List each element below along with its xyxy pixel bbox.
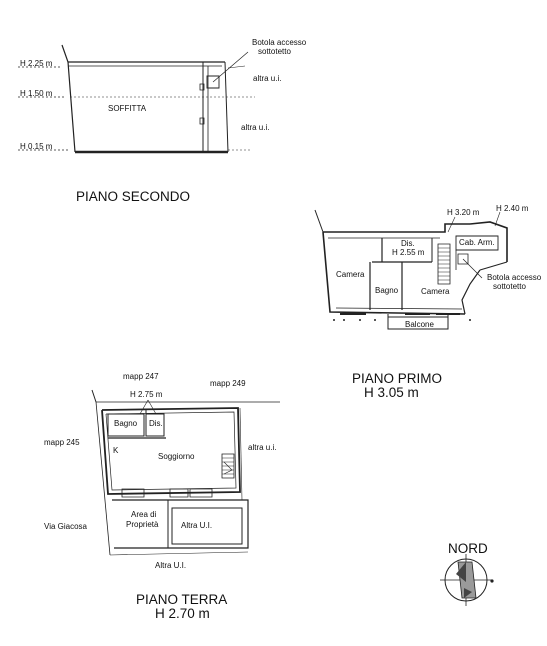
- ps-height-015: H 0.15 m: [20, 142, 53, 151]
- pt-height-275: H 2.75 m: [130, 390, 163, 399]
- pp-dis-label: Dis.: [401, 239, 415, 248]
- pp-sottotetto-label: sottotetto: [493, 282, 526, 291]
- north-arrow: [440, 554, 494, 606]
- pt-bagno: Bagno: [114, 419, 138, 428]
- ps-altra-ui-top: altra u.i.: [253, 74, 282, 83]
- pt-area-line1: Area di: [131, 510, 157, 519]
- piano-secondo-plan: [18, 45, 255, 152]
- pt-altra-ui-right: altra u.i.: [248, 443, 277, 452]
- piano-terra-plan: [92, 390, 280, 555]
- pp-height-320: H 3.20 m: [447, 208, 480, 217]
- compass-nord-label: NORD: [448, 541, 488, 556]
- pp-cab-arm: Cab. Arm.: [459, 238, 495, 247]
- ps-height-225: H 2.25 m: [20, 59, 53, 68]
- ps-height-150: H 1.50 m: [20, 89, 53, 98]
- pp-balcone: Balcone: [405, 320, 434, 329]
- ps-botola-label: Botola accesso: [252, 38, 307, 47]
- ps-sottotetto-label: sottotetto: [258, 47, 291, 56]
- pt-area-line2: Proprietà: [126, 520, 159, 529]
- pp-height: H 3.05 m: [364, 385, 419, 400]
- pt-title: PIANO TERRA: [136, 592, 228, 607]
- ps-title: PIANO SECONDO: [76, 189, 191, 204]
- pt-altra-ui-bottom: Altra U.I.: [155, 561, 187, 570]
- pp-dis-height: H 2.55 m: [392, 248, 425, 257]
- pp-bagno: Bagno: [375, 286, 399, 295]
- pt-mapp-249: mapp 249: [210, 379, 246, 388]
- pp-camera-left: Camera: [336, 270, 365, 279]
- pt-height: H 2.70 m: [155, 606, 210, 621]
- pp-height-240: H 2.40 m: [496, 204, 529, 213]
- ps-altra-ui-bottom: altra u.i.: [241, 123, 270, 132]
- pp-botola-label: Botola accesso: [487, 273, 542, 282]
- ps-room-soffitta: SOFFITTA: [108, 104, 147, 113]
- pp-camera-right: Camera: [421, 287, 450, 296]
- pt-mapp-245: mapp 245: [44, 438, 80, 447]
- pt-k: K: [113, 446, 119, 455]
- piano-primo-plan: [315, 210, 507, 329]
- pt-soggiorno: Soggiorno: [158, 452, 195, 461]
- pt-via-giacosa: Via Giacosa: [44, 522, 87, 531]
- pt-altra-ui-box: Altra U.I.: [181, 521, 213, 530]
- pt-dis: Dis.: [149, 419, 163, 428]
- pt-mapp-247: mapp 247: [123, 372, 159, 381]
- pp-title: PIANO PRIMO: [352, 371, 443, 386]
